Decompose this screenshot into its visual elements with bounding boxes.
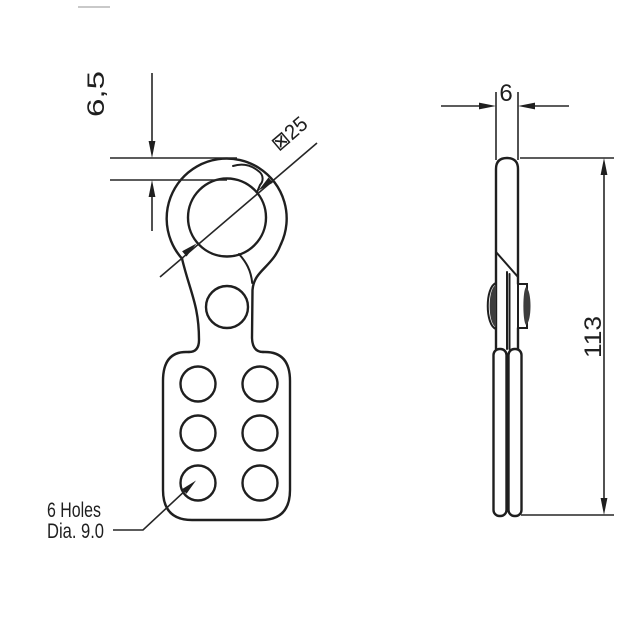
padlock-hole	[179, 464, 217, 502]
rivet-head-left-outline	[486, 282, 497, 330]
thickness-dim-label: 6,5	[83, 71, 110, 117]
dim-thickness: 6,5	[83, 71, 237, 231]
plate-transition-line	[495, 251, 519, 278]
front-view: 6,5 ⊠25 6 Holes Dia. 9.0	[47, 71, 318, 543]
holes-note-line1: 6 Holes	[47, 499, 101, 522]
padlock-hole	[179, 414, 217, 452]
dim-opening-diameter: ⊠25	[159, 112, 318, 278]
dim-height: 113	[520, 157, 614, 516]
dimension-line	[159, 142, 318, 278]
dim-width: 6	[441, 80, 569, 160]
hasp-tail-edge	[250, 242, 283, 354]
arrowhead	[479, 102, 496, 110]
hasp-tail-inner-edge	[238, 253, 254, 284]
leader-line	[113, 490, 186, 531]
hasp-jaw-tip	[232, 163, 264, 193]
rivet-head-right-shade	[523, 287, 531, 325]
hasp-neck-left-edge	[180, 257, 201, 354]
arrowhead	[600, 158, 608, 175]
width-dim-label: 6	[499, 80, 512, 107]
holes-callout: 6 Holes Dia. 9.0	[47, 480, 196, 543]
padlock-hole	[241, 365, 279, 403]
hasp-body-outline	[161, 350, 292, 522]
height-dim-label: 113	[580, 316, 607, 358]
arrowhead	[148, 141, 156, 158]
rivet-head-left-shade	[489, 285, 496, 327]
side-profile-upper-strip	[494, 156, 520, 351]
arrowhead	[518, 102, 535, 110]
arrowhead	[600, 498, 608, 515]
arrowhead	[148, 180, 156, 197]
padlock-hole	[179, 365, 217, 403]
hasp-outer-ring	[165, 157, 288, 260]
holes-note-line2: Dia. 9.0	[47, 520, 104, 543]
lower-plate-back	[507, 347, 523, 518]
lower-plate-front	[492, 347, 508, 518]
padlock-hole	[241, 414, 279, 452]
padlock-hole	[241, 464, 279, 502]
side-view: 6 113	[441, 80, 614, 518]
arrowhead	[258, 177, 273, 191]
opening-dia-label: ⊠25	[267, 112, 312, 155]
arrowhead	[182, 243, 197, 257]
arrowhead	[182, 480, 196, 494]
hasp-jaw-opening	[186, 177, 268, 258]
pivot-rivet-hole	[204, 284, 250, 330]
